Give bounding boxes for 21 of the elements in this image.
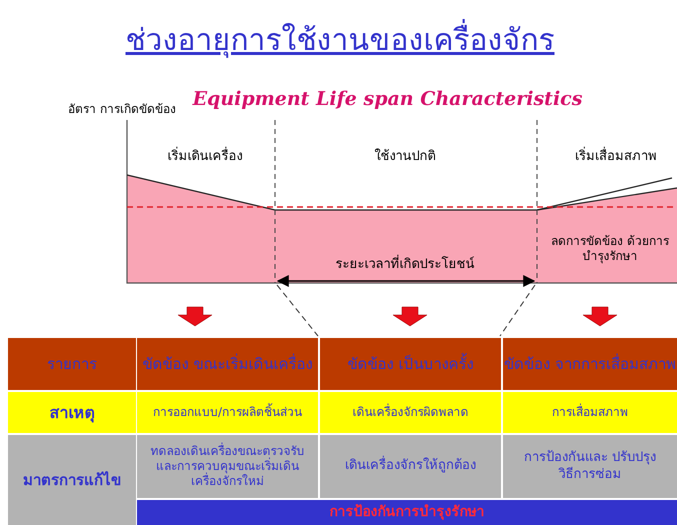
header-cell: รายการ — [8, 338, 136, 390]
header-cell: ขัดข้อง ขณะเริ่มเดินเครื่อง — [137, 338, 318, 390]
table-cell: เดินเครื่องจักรให้ถูกต้อง — [320, 435, 501, 498]
phase-label: เริ่มเดินเครื่อง — [166, 146, 244, 166]
phase-label: ใช้งานปกติ — [374, 148, 436, 166]
table-cell: การป้องกันและ ปรับปรุงวิธีการซ่อม — [503, 435, 677, 498]
title: ช่วงอายุการใช้งานของเครื่องจักร — [100, 18, 580, 64]
table-cell: การเสื่อมสภาพ — [503, 392, 677, 433]
row-header-cell: มาตรการแก้ไข — [8, 435, 136, 525]
table-cell: เดินเครื่องจักรผิดพลาด — [320, 392, 501, 433]
table-cell: การออกแบบ/การผลิตชิ้นส่วน — [137, 392, 318, 433]
row-header-cell: สาเหตุ — [8, 392, 136, 433]
interval-label: ระยะเวลาที่เกิดประโยชน์ — [334, 254, 476, 274]
chart-subtitle: Equipment Life span Characteristics — [191, 87, 584, 112]
table-cell: ทดลองเดินเครื่องขณะตรวจรับและการควบคุมขณะเริ่มเดินเครื่องจักรใหม่ — [137, 435, 318, 498]
note-text: ลดการขัดข้อง ด้วยการบำรุงรักษา — [550, 233, 670, 266]
header-cell: ขัดข้อง เป็นบางครั้ง — [320, 338, 501, 390]
phase-label: เริ่มเสื่อมสภาพ — [574, 146, 658, 166]
header-cell: ขัดข้อง จากการเสื่อมสภาพ — [503, 338, 677, 390]
banner-cell: การป้องกันการบำรุงรักษา — [137, 500, 677, 525]
axis-label: อัตรา การเกิดขัดข้อง — [67, 100, 177, 118]
